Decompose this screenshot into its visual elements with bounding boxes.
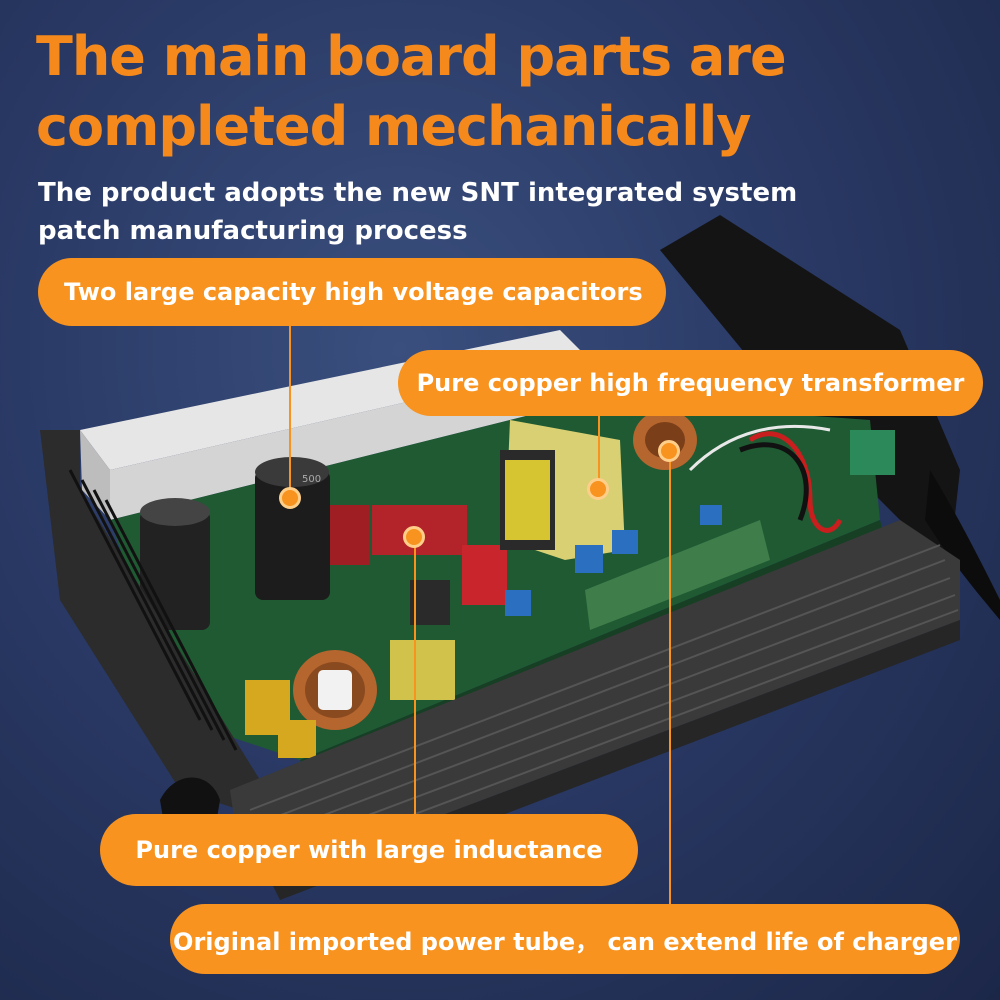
transformer-marker-dot	[587, 478, 609, 500]
red-relay	[462, 545, 507, 605]
transformer-leader-line	[598, 412, 600, 482]
capacitor-label: 500	[302, 474, 321, 485]
inductance-leader-line	[414, 540, 416, 818]
page-title: The main board parts are completed mecha…	[36, 25, 787, 158]
inductance-marker-dot	[403, 526, 425, 548]
callout-power-tube: Original imported power tube， can extend…	[170, 904, 960, 974]
transformer	[500, 420, 625, 560]
callout-capacitors: Two large capacity high voltage capacito…	[38, 258, 666, 326]
callout-transformer: Pure copper high frequency transformer	[398, 350, 983, 416]
power-tube-leader-line	[669, 452, 671, 908]
power-tube-marker-dot	[658, 440, 680, 462]
capacitors-marker-dot	[279, 487, 301, 509]
page-subtitle: The product adopts the new SNT integrate…	[38, 178, 798, 246]
capacitors-leader-line	[289, 320, 291, 496]
callout-inductance: Pure copper with large inductance	[100, 814, 638, 886]
